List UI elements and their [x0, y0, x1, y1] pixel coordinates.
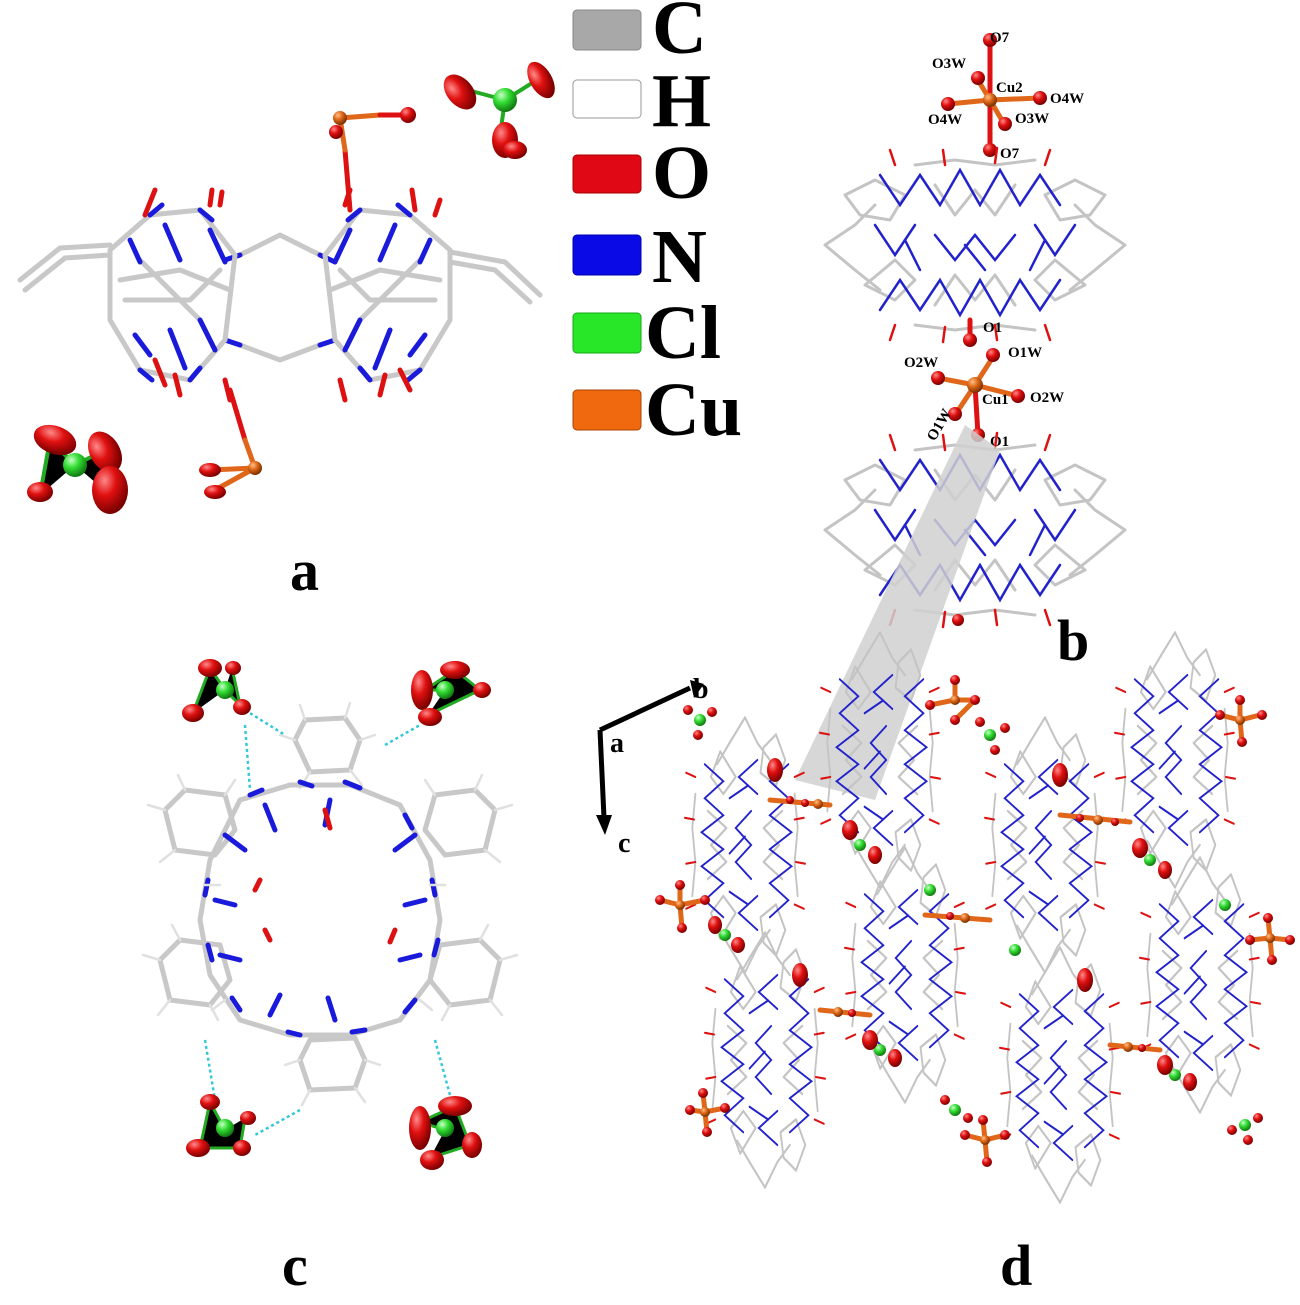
panel-label-a: a [290, 538, 319, 603]
legend-swatch-c [572, 9, 642, 51]
cage-b-upper [823, 146, 1127, 344]
legend-swatch-h [572, 79, 642, 119]
legend-swatch-cu [572, 389, 642, 431]
panel-a-structure [17, 61, 555, 514]
legend-item-n: N [572, 215, 707, 299]
atom-label-o7-bottom: O7 [1000, 146, 1020, 162]
perchlorate-c-tr [411, 661, 491, 726]
panel-label-b: b [1057, 608, 1089, 673]
atom-label-o1w-a: O1W [1008, 345, 1042, 361]
atom-label-o1w-b: O1W [924, 406, 955, 444]
atom-label-o4w-b: O4W [928, 112, 962, 128]
perchlorates-d [683, 705, 1263, 1145]
cu1-center [931, 317, 1025, 442]
legend-item-h: H [572, 59, 711, 143]
axis-label-a: a [610, 728, 624, 759]
element-legend: C H O N Cl Cu [572, 0, 742, 452]
legend-label-n: N [652, 215, 707, 299]
atom-label-o3w-b: O3W [1015, 111, 1049, 127]
legend-item-c: C [572, 0, 707, 70]
legend-item-cu: Cu [572, 368, 742, 452]
panel-d-packing [655, 631, 1295, 1204]
atom-label-o4w-a: O4W [1050, 91, 1084, 107]
legend-label-cl: Cl [645, 291, 721, 375]
legend-label-h: H [652, 59, 711, 143]
legend-label-o: O [652, 131, 711, 215]
legend-item-cl: Cl [572, 291, 721, 375]
legend-swatch-n [572, 234, 642, 276]
cu2-center [941, 33, 1047, 157]
perchlorate-a-top [443, 61, 555, 159]
atom-label-cu2: Cu2 [996, 80, 1023, 96]
panel-c-structure [141, 659, 519, 1170]
legend-swatch-cl [572, 312, 642, 354]
panel-label-c: c [282, 1233, 308, 1298]
perchlorate-a-bottom [27, 424, 128, 514]
axis-label-c: c [618, 828, 630, 859]
panel-d-axes: b a c [596, 674, 709, 859]
perchlorate-c-tl [182, 659, 251, 722]
atom-label-o7-top: O7 [990, 30, 1010, 46]
legend-label-c: C [652, 0, 707, 70]
atom-label-o2w-a: O2W [904, 355, 938, 371]
perchlorate-c-bl [186, 1094, 256, 1157]
perchlorate-c-br [409, 1096, 482, 1170]
atom-label-o1-top: O1 [983, 320, 1002, 336]
panel-b-structure: O7 O3W Cu2 O4W O4W O3W O7 O1 O2W O1W O2W… [823, 30, 1127, 629]
legend-item-o: O [572, 131, 711, 215]
atom-label-o2w-b: O2W [1030, 390, 1064, 406]
cu-octahedra-d [655, 675, 1295, 1167]
axis-label-b: b [693, 674, 709, 705]
atom-label-cu1: Cu1 [982, 392, 1009, 408]
legend-swatch-o [572, 154, 642, 194]
panel-label-d: d [1000, 1233, 1032, 1298]
legend-label-cu: Cu [645, 368, 742, 452]
atom-label-o3w-a: O3W [932, 56, 966, 72]
